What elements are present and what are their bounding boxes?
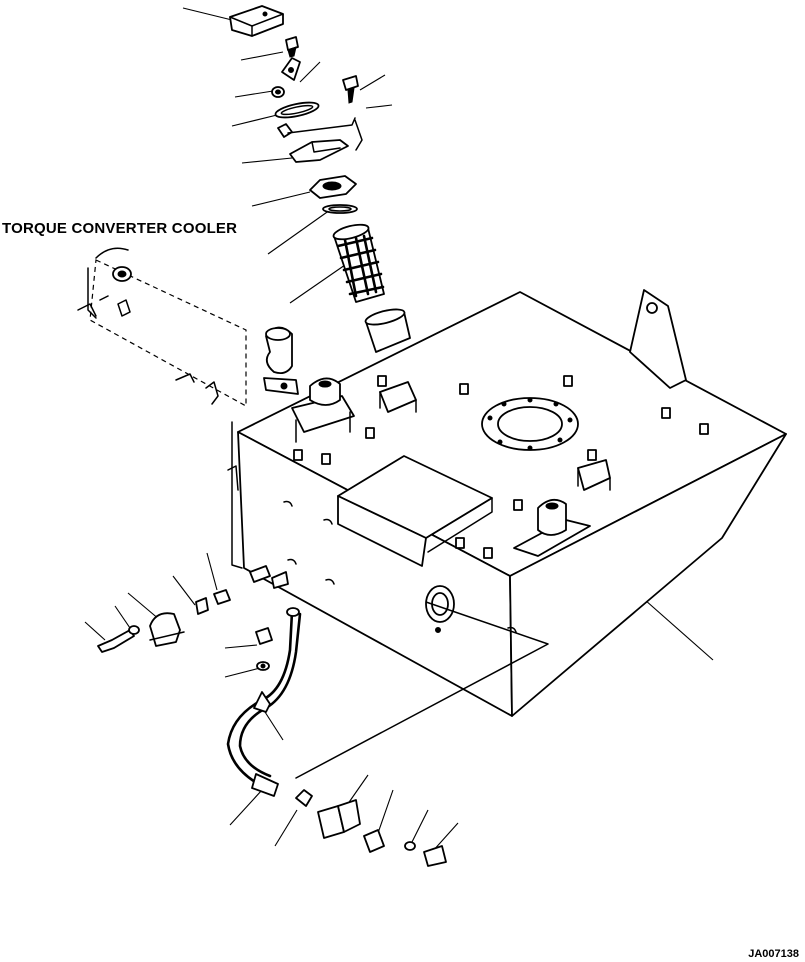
small-clip [277,123,293,138]
filler-neck [364,308,411,353]
hydraulic-tank [227,289,787,717]
filler-cap [229,5,284,37]
cap-bolt [285,36,299,58]
figure-id: JA007138 [748,948,799,960]
bolt-mid [255,627,273,671]
bolt-right-top [342,75,359,104]
torque-converter-cooler-label: TORQUE CONVERTER COOLER [2,220,238,237]
strainer [332,223,385,303]
torque-converter-cooler [77,247,299,408]
strap-ring [274,101,320,119]
lock-bracket [281,57,301,81]
clamp-assembly [97,565,289,653]
flange-plate [309,175,357,199]
drain-valve [295,789,447,867]
drain-hose [226,607,302,797]
filter-bracket [289,119,363,163]
o-ring [322,204,358,214]
studs [293,375,709,559]
washer-small [271,86,285,98]
